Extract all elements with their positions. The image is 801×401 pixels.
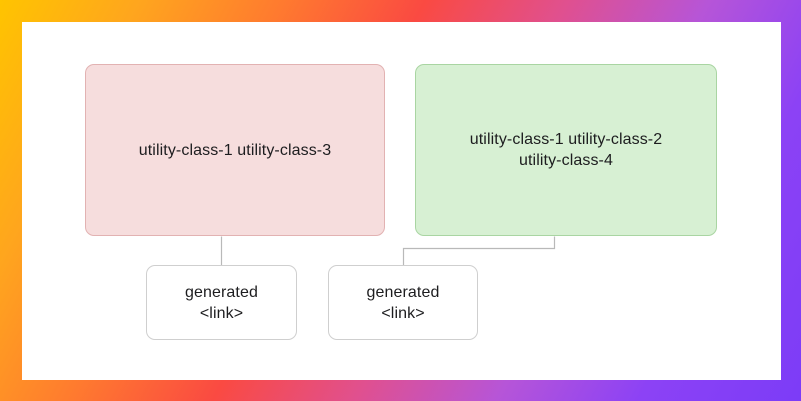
- node-utility-class-1-3[interactable]: utility-class-1 utility-class-3: [85, 64, 385, 236]
- node-generated-link-1[interactable]: generated <link>: [146, 265, 297, 340]
- node-utility-class-1-2-4[interactable]: utility-class-1 utility-class-2 utility-…: [415, 64, 717, 236]
- edge-node-b-to-node-d: [402, 236, 556, 265]
- node-generated-link-2[interactable]: generated <link>: [328, 265, 478, 340]
